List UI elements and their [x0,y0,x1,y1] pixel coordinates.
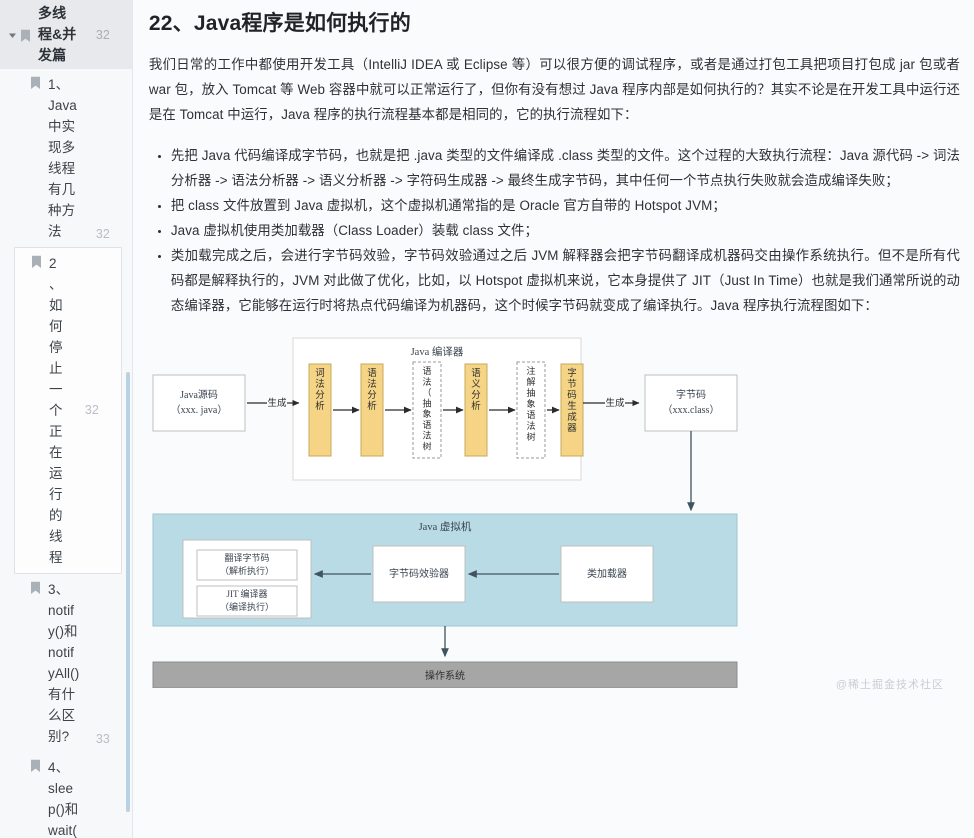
execution-step-2: 把 class 文件放置到 Java 虚拟机，这个虚拟机通常指的是 Oracle… [171,193,960,218]
toc-item-1[interactable]: 1、Java中实现多线程有几种方法 32 [0,69,132,247]
bytecode-verifier-box [372,545,466,603]
compiler-stage-box-3 [412,361,442,459]
java-execution-flow-diagram: Java 编译器 Java源码 （xxx. java） 生成 词法分析 语法分析 语… [149,328,960,691]
sidebar-scrollbar-thumb[interactable] [125,372,130,812]
java-source-box [152,374,246,432]
arrow-label-generate-1: 生成 [267,397,287,409]
jit-compiler-box [196,585,298,617]
compiler-stage-box-5 [516,361,546,459]
bytecode-label-line2: （xxx.class） [662,404,719,416]
intro-paragraph: 我们日常的工作中都使用开发工具（IntelliJ IDEA 或 Eclipse … [148,57,960,122]
toc-chapter-label: 多线程&并发篇 [38,5,77,63]
compiler-title: Java 编译器 [410,345,463,358]
bytecode-verifier-label: 字节码效验器 [389,567,449,580]
compiler-stage-label-4: 语义分析 [471,368,481,412]
sidebar-scrollbar-track[interactable] [125,0,131,838]
jit-label-line1: JIT 编译器 [226,588,267,599]
toc-item-label: 2、如何停止一个正在运行的线程 [49,256,63,565]
arrow-label-generate-2: 生成 [605,397,625,409]
interpreter-box [196,549,298,581]
bytecode-box [644,374,738,432]
compiler-stage-box-1 [308,363,332,457]
bookmark-icon [30,76,41,90]
toc-chapter-page: 32 [95,27,110,42]
execution-step-1: 先把 Java 代码编译成字节码，也就是把 .java 类型的文件编译成 .cl… [171,143,960,193]
class-loader-label: 类加载器 [587,567,627,580]
bookmark-icon [31,255,42,269]
caret-down-icon[interactable] [6,30,18,40]
toc-item-page: 32 [84,403,99,417]
toc-chapter-row[interactable]: 多线程&并发篇 32 [0,0,132,69]
compiler-stage-label-3: 语法（抽象语法树 [422,366,431,451]
java-source-label-line1: Java源码 [180,388,218,401]
compiler-stage-label-2: 语法分析 [367,368,377,412]
toc-item-4[interactable]: 4、sleep()和wait() 有什么区别?33 [0,752,132,838]
compiler-stage-label-6: 字节码生成器 [567,367,577,434]
toc-item-page: 33 [95,732,110,746]
compiler-stage-box-4 [464,363,488,457]
compiler-stage-box-6 [560,363,584,457]
toc-item-2[interactable]: 2、如何停止一个正在运行的线程 32 [14,247,122,574]
bookmark-icon [30,759,41,773]
toc-item-label: 3、notify()和notifyAll()有什么区别? [48,582,80,744]
watermark: @稀土掘金技术社区 [835,679,944,691]
toc-item-label: 1、Java中实现多线程有几种方法 [48,77,77,239]
document-content: 22、Java程序是如何执行的 我们日常的工作中都使用开发工具（IntelliJ… [132,0,974,838]
operating-system-label: 操作系统 [425,669,465,682]
compiler-stage-box-2 [360,363,384,457]
operating-system-box [152,661,738,688]
execution-steps-list: 先把 Java 代码编译成字节码，也就是把 .java 类型的文件编译成 .cl… [149,143,960,318]
diagram-svg: Java 编译器 Java源码 （xxx. java） 生成 词法分析 语法分析 语… [152,337,738,688]
compiler-stages: 词法分析 语法分析 语法（抽象语法树 语义分析 注解抽象语法树 字节码生成器 [308,361,584,459]
bookmark-icon [30,581,41,595]
execution-step-3: Java 虚拟机使用类加载器（Class Loader）装载 class 文件； [171,218,960,243]
compiler-stage-label-5: 注解抽象语法树 [526,365,535,442]
compiler-stage-label-1: 词法分析 [315,368,325,412]
java-source-label-line2: （xxx. java） [171,404,228,416]
page-title: 22、Java程序是如何执行的 [148,12,411,35]
toc-item-page: 32 [95,227,110,241]
execution-step-4: 类加载完成之后，会进行字节码效验，字节码效验通过之后 JVM 解释器会把字节码翻… [171,243,960,318]
interpreter-label-line1: 翻译字节码 [224,552,269,563]
bytecode-label-line1: 字节码 [676,388,706,401]
toc-item-label: 4、sleep()和wait() 有什么区别? [48,760,79,838]
bookmark-icon [20,29,31,43]
jit-label-line2: （编译执行） [220,601,274,612]
class-loader-box [560,545,654,603]
toc-item-3[interactable]: 3、notify()和notifyAll()有什么区别? 33 [0,574,132,752]
interpreter-label-line2: （解析执行） [220,565,274,576]
jvm-title: Java 虚拟机 [418,520,471,533]
